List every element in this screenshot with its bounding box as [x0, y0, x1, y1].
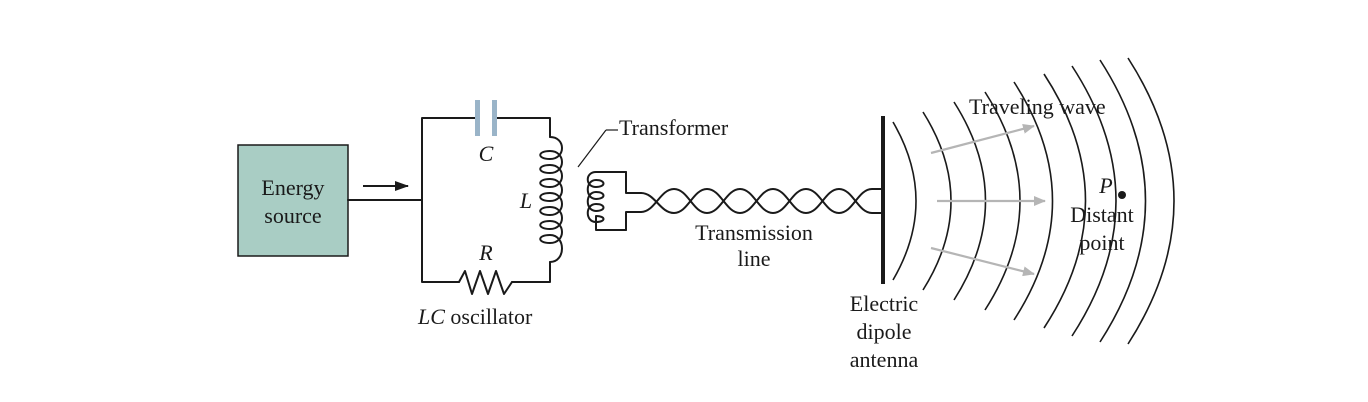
inductor-label: L — [519, 188, 532, 213]
distant-point-marker — [1118, 191, 1126, 199]
oscillator-label-rest: oscillator — [445, 304, 533, 329]
oscillator-label: LC oscillator — [417, 304, 533, 329]
transformer-secondary-coil — [586, 171, 627, 231]
transmission-line-label-line2: line — [738, 246, 771, 271]
distant-point-label-line1: Distant — [1070, 202, 1134, 227]
capacitor-label: C — [479, 141, 494, 166]
energy-source: Energy source — [237, 144, 349, 257]
wavefront-8 — [1099, 59, 1147, 343]
wavefront-1 — [892, 121, 917, 281]
antenna-label-line1: Electric — [850, 291, 919, 316]
lc-oscillator: C L R LC oscillator — [417, 100, 563, 329]
antenna-label-line3: antenna — [850, 347, 919, 372]
inductor-coil — [539, 136, 563, 263]
transformer: Transformer — [577, 115, 729, 231]
transmission-wire-b — [640, 188, 884, 214]
dipole-antenna: Electric dipole antenna — [850, 116, 919, 372]
transformer-feed — [625, 171, 642, 231]
point-label: P — [1098, 173, 1112, 198]
resistor-label: R — [478, 240, 493, 265]
capacitor-plate-left — [475, 100, 480, 136]
energy-source-box — [237, 144, 349, 257]
oscillator-bottom-right-wire — [511, 261, 551, 283]
wavefront-7 — [1071, 65, 1117, 337]
wavefront-6 — [1043, 73, 1087, 329]
transmission-line-label-line1: Transmission — [695, 220, 813, 245]
wavefront-9 — [1127, 57, 1175, 345]
radiation-arrows — [930, 123, 1046, 277]
transformer-leader-line — [577, 129, 607, 168]
wavefront-5 — [1013, 81, 1054, 321]
antenna-label-line2: dipole — [857, 319, 912, 344]
transmission-wire-a — [640, 188, 884, 214]
energy-source-label-line2: source — [264, 203, 321, 228]
traveling-wave-label: Traveling wave — [969, 94, 1106, 119]
oscillator-top-left-wire — [421, 117, 478, 283]
resistor-zigzag — [458, 270, 513, 295]
oscillator-label-lc: LC — [417, 304, 445, 329]
radiation-arrow-upper — [930, 123, 1035, 155]
radiation-arrow-lower — [930, 246, 1035, 277]
distant-point-label-line2: point — [1079, 230, 1124, 255]
transmission-line: Transmission line — [640, 188, 884, 271]
transformer-label: Transformer — [619, 115, 729, 140]
oscillator-top-right-wire — [495, 117, 551, 138]
capacitor-plate-right — [492, 100, 497, 136]
energy-source-label-line1: Energy — [261, 175, 324, 200]
